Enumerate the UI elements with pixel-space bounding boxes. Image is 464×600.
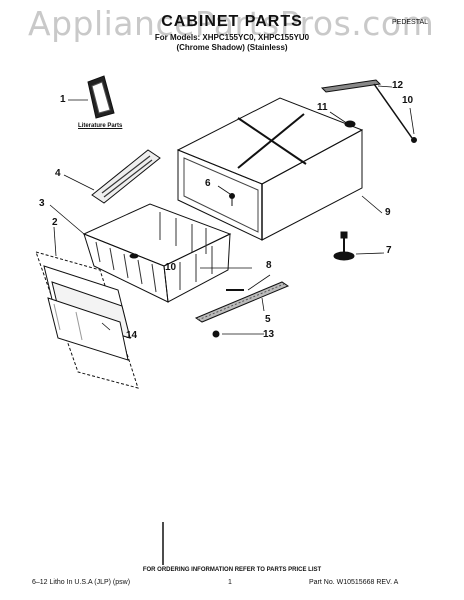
cabinet-box <box>176 97 364 241</box>
callout-4: 4 <box>55 168 61 179</box>
callout-14: 14 <box>126 330 138 341</box>
callout-11: 11 <box>317 102 328 113</box>
callout-13: 13 <box>263 329 275 340</box>
callout-10-bar: 10 <box>402 95 414 106</box>
drawer-grille <box>91 149 161 204</box>
page-number: 1 <box>228 579 232 586</box>
leveling-leg <box>333 231 355 261</box>
drawer-basket <box>82 203 232 303</box>
pedestal-label: PEDESTAL <box>392 19 429 26</box>
watermark: AppliancePartsPros.com <box>28 4 435 43</box>
literature-booklet <box>87 75 115 119</box>
callout-12: 12 <box>392 80 404 91</box>
model-numbers: For Models: XHPC155YC0, XHPC155YU0 <box>154 33 310 42</box>
literature-parts-label: Literature Parts <box>78 123 123 129</box>
callout-9: 9 <box>385 207 391 218</box>
cabinet-screw <box>229 193 235 206</box>
leader-lines <box>49 85 415 335</box>
page-title: CABINET PARTS <box>161 13 303 30</box>
drawer-front <box>35 251 139 389</box>
slide-rails <box>194 281 290 338</box>
ordering-info-note: FOR ORDERING INFORMATION REFER TO PARTS … <box>142 567 322 573</box>
callout-3: 3 <box>39 198 45 209</box>
finish-variants: (Chrome Shadow) (Stainless) <box>176 43 288 52</box>
litho-info: 6–12 Litho In U.S.A (JLP) (psw) <box>32 579 131 586</box>
callout-1: 1 <box>60 94 66 105</box>
part-number: Part No. W10515668 REV. A <box>309 579 399 586</box>
callout-2: 2 <box>52 217 58 228</box>
callout-6: 6 <box>205 178 211 189</box>
callout-10-basket: 10 <box>165 262 177 273</box>
callout-5: 5 <box>265 314 271 325</box>
toe-kick-bar <box>320 79 417 143</box>
callout-8: 8 <box>266 260 272 271</box>
callout-7: 7 <box>386 245 392 256</box>
